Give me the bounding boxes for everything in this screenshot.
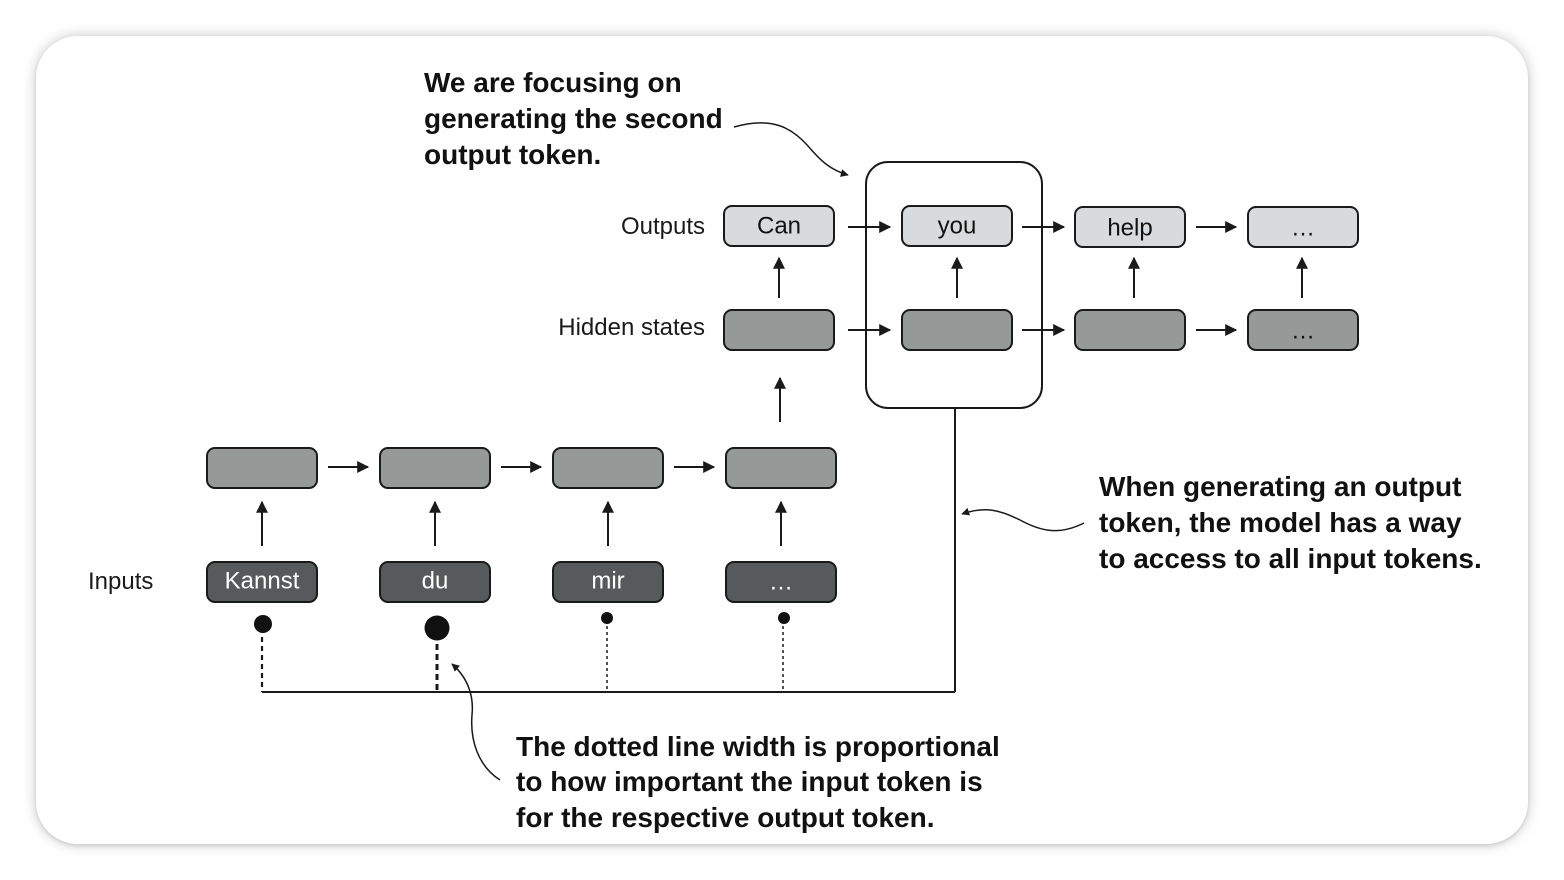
dotted-line-annotation: The dotted line width is proportional to… (451, 663, 1000, 833)
annotation-line: When generating an output (1099, 471, 1461, 502)
input-token-box: du (379, 561, 491, 603)
output-token-box: you (901, 205, 1013, 247)
annotation-line: We are focusing on (424, 67, 682, 98)
attention-connectors (254, 408, 956, 693)
output-token-label: … (1291, 214, 1315, 241)
annotation-line: output token. (424, 139, 601, 170)
hidden-state-box (901, 309, 1013, 351)
input-token-label: mir (591, 567, 624, 594)
input-token-label: … (769, 568, 793, 595)
hidden-state-box: … (1247, 309, 1359, 351)
callout-arrow (961, 507, 1085, 532)
access-annotation: When generating an output token, the mod… (961, 471, 1482, 574)
callout-arrow (733, 122, 849, 177)
encoder-state-box (379, 447, 491, 489)
hidden-states-row-label: Hidden states (558, 314, 705, 341)
encoder-hidden-states (206, 447, 837, 489)
input-token-label: du (422, 567, 449, 594)
attention-dot (601, 612, 613, 624)
input-token-box: … (725, 561, 837, 603)
hidden-state-box (723, 309, 835, 351)
annotation-line: token, the model has a way (1099, 507, 1462, 538)
attention-dot (424, 615, 450, 641)
attention-dot (778, 612, 790, 624)
focus-annotation: We are focusing on generating the second… (424, 67, 849, 177)
encoder-state-box (725, 447, 837, 489)
output-token-box: Can (723, 205, 835, 247)
output-token-box: help (1074, 206, 1186, 248)
output-token-box: … (1247, 206, 1359, 248)
decoder-right-arrows (848, 221, 1238, 336)
figure-card (36, 36, 1528, 844)
encoder-up-arrows (256, 500, 787, 546)
decoder-hidden-states: … (723, 309, 1359, 351)
input-token-box: Kannst (206, 561, 318, 603)
callout-arrow (451, 663, 501, 781)
input-token-box: mir (552, 561, 664, 603)
inputs-row-label: Inputs (88, 568, 153, 595)
hidden-state-box (1074, 309, 1186, 351)
annotation-line: to how important the input token is (516, 766, 983, 797)
encoder-state-box (206, 447, 318, 489)
decoder-up-arrows (773, 256, 1308, 298)
input-tokens: Kannst du mir … (206, 561, 837, 603)
input-token-label: Kannst (225, 567, 300, 594)
focus-highlight-box (865, 161, 1043, 409)
annotation-line: to access to all input tokens. (1099, 543, 1482, 574)
outputs-row-label: Outputs (621, 213, 705, 240)
encoder-state-box (552, 447, 664, 489)
output-token-label: help (1107, 214, 1152, 241)
hidden-state-label: … (1291, 317, 1315, 344)
annotation-line: for the respective output token. (516, 802, 935, 833)
output-token-label: Can (757, 212, 801, 239)
output-token-label: you (938, 212, 977, 239)
annotation-line: The dotted line width is proportional (516, 731, 1000, 762)
annotation-line: generating the second (424, 103, 723, 134)
output-tokens: Can you help … (723, 205, 1359, 248)
attention-dot (254, 615, 272, 633)
